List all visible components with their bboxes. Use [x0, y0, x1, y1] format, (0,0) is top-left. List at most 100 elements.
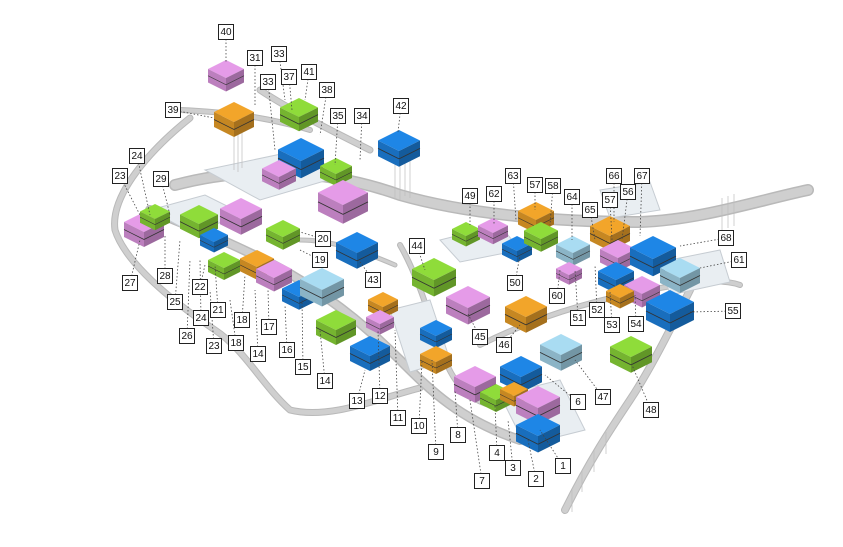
label-box	[153, 171, 169, 187]
label-box	[486, 186, 502, 202]
label-box	[549, 288, 565, 304]
label-number: 10	[413, 421, 425, 432]
label-box	[260, 74, 276, 90]
building-label-3: 3	[505, 460, 521, 476]
label-box	[330, 108, 346, 124]
label-box	[279, 342, 295, 358]
label-box	[527, 177, 543, 193]
label-number: 47	[597, 392, 609, 403]
building-label-56: 56	[620, 184, 636, 200]
label-box	[281, 69, 297, 85]
building-label-41: 41	[301, 64, 317, 80]
label-box	[505, 460, 521, 476]
leader-line-24a	[136, 155, 151, 216]
building-label-47: 47	[595, 389, 611, 405]
label-number: 17	[263, 322, 275, 333]
building-label-11: 11	[390, 410, 406, 426]
leader-line-26	[186, 259, 191, 337]
building-label-48: 48	[643, 402, 659, 418]
label-number: 53	[606, 320, 618, 331]
label-box	[165, 102, 181, 118]
label-number: 48	[645, 405, 657, 416]
label-box	[349, 393, 365, 409]
label-box	[450, 427, 466, 443]
building-label-10: 10	[411, 418, 427, 434]
label-box	[628, 316, 644, 332]
building-label-23b: 23	[206, 338, 222, 354]
label-number: 49	[464, 191, 476, 202]
building-label-64: 64	[564, 189, 580, 205]
leader-line-7	[469, 399, 483, 482]
building-label-28: 28	[157, 268, 173, 284]
building-label-9: 9	[428, 444, 444, 460]
label-number: 23	[208, 341, 220, 352]
label-number: 54	[630, 319, 642, 330]
building-block-cyan	[539, 333, 583, 372]
building-label-24b: 24	[193, 310, 209, 326]
building-number-labels: 1234678910111213141415161718181920212223…	[112, 24, 747, 489]
label-number: 7	[479, 476, 485, 487]
label-box	[472, 329, 488, 345]
building-label-2: 2	[528, 471, 544, 487]
label-box	[528, 471, 544, 487]
label-number: 21	[212, 305, 224, 316]
label-box	[247, 50, 263, 66]
label-number: 57	[604, 195, 616, 206]
leader-line-65	[589, 209, 596, 241]
label-number: 9	[433, 447, 439, 458]
label-box	[462, 188, 478, 204]
label-box	[271, 46, 287, 62]
building-block-pink	[445, 285, 491, 325]
leader-line-58	[549, 185, 554, 226]
label-box	[301, 64, 317, 80]
label-box	[564, 189, 580, 205]
building-label-45: 45	[472, 329, 488, 345]
label-box	[295, 359, 311, 375]
label-number: 19	[314, 255, 326, 266]
label-box	[167, 294, 183, 310]
label-box	[319, 82, 335, 98]
label-number: 63	[507, 171, 519, 182]
label-box	[317, 373, 333, 389]
label-box	[210, 302, 226, 318]
building-label-31: 31	[247, 50, 263, 66]
building-label-21: 21	[210, 302, 226, 318]
building-label-65: 65	[582, 202, 598, 218]
label-box	[595, 389, 611, 405]
label-number: 60	[551, 291, 563, 302]
label-box	[112, 168, 128, 184]
building-block-pink	[219, 197, 263, 236]
label-number: 6	[575, 397, 581, 408]
building-block-blue	[377, 129, 421, 168]
label-number: 25	[169, 297, 181, 308]
building-label-39: 39	[165, 102, 181, 118]
label-number: 1	[560, 461, 566, 472]
label-number: 3	[510, 463, 516, 474]
building-label-46: 46	[496, 337, 512, 353]
label-number: 52	[591, 305, 603, 316]
building-label-68: 68	[718, 230, 734, 246]
building-label-37: 37	[281, 69, 297, 85]
label-number: 8	[455, 430, 461, 441]
building-label-42: 42	[393, 98, 409, 114]
building-label-13: 13	[349, 393, 365, 409]
label-box	[496, 337, 512, 353]
building-label-24a: 24	[129, 148, 145, 164]
building-block-orange	[213, 101, 255, 138]
leader-line-11	[394, 329, 399, 419]
label-box	[206, 338, 222, 354]
leader-line-29	[160, 178, 171, 216]
label-box	[428, 444, 444, 460]
label-number: 20	[317, 234, 329, 245]
label-number: 22	[194, 282, 206, 293]
label-number: 18	[236, 315, 248, 326]
label-box	[725, 303, 741, 319]
label-box	[489, 445, 505, 461]
label-box	[409, 238, 425, 254]
leader-line-25	[174, 239, 181, 303]
building-label-57b: 57	[602, 192, 618, 208]
label-number: 58	[547, 181, 559, 192]
label-number: 40	[220, 27, 232, 38]
label-number: 12	[374, 391, 386, 402]
